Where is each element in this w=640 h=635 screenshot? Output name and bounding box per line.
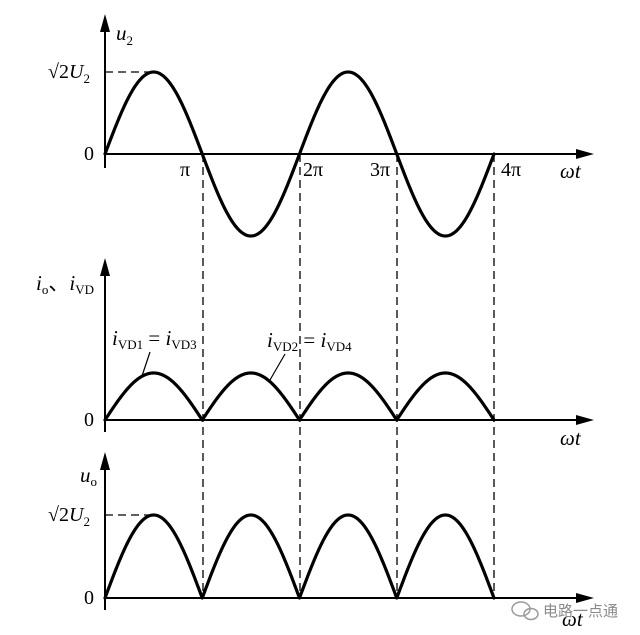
- panel3-y-label: uo: [80, 463, 97, 489]
- panel1-zero-label: 0: [84, 143, 94, 165]
- panel2-zero-label: 0: [84, 409, 94, 431]
- panel1-y-label: u2: [116, 21, 133, 48]
- watermark-text: 电路一点通: [543, 602, 618, 620]
- panel1-x-arrow-icon: [576, 149, 594, 159]
- annotation-vd2-vd4: iVD2 = iVD4: [267, 328, 352, 354]
- panel1-x-label: ωt: [560, 159, 582, 183]
- annotation-1-leader: [141, 351, 151, 377]
- panel3-zero-label: 0: [84, 587, 94, 609]
- panel1-amplitude-label: √2U2: [48, 61, 90, 86]
- watermark: 电路一点通: [511, 601, 618, 621]
- period-guides: [202, 154, 495, 598]
- tick-label-3pi: 3π: [370, 159, 390, 181]
- panel3-y-arrow-icon: [100, 452, 110, 470]
- tick-label-4pi: 4π: [501, 159, 521, 181]
- panel-diode-current: io、iVD 0 ωt iVD1 = iVD3 iVD2 = iVD4: [36, 258, 594, 450]
- panel1-y-arrow-icon: [100, 14, 110, 32]
- annotation-vd1-vd3: iVD1 = iVD3: [112, 326, 197, 352]
- tick-label-2pi: 2π: [303, 159, 323, 181]
- panel3-amplitude-label: √2U2: [48, 504, 90, 529]
- panel-output-voltage: uo √2U2 0 ωt: [48, 452, 594, 631]
- panel2-x-label: ωt: [560, 426, 582, 450]
- panel3-x-label: ωt: [562, 607, 584, 631]
- panel2-y-arrow-icon: [100, 258, 110, 276]
- tick-label-pi: π: [180, 159, 190, 181]
- panel-input-voltage: u2 √2U2 0 π 2π 3π 4π ωt: [48, 14, 594, 238]
- panel3-x-arrow-icon: [576, 593, 594, 603]
- panel2-y-label: io、iVD: [36, 271, 94, 297]
- chat-bubble-icon: [511, 601, 539, 621]
- annotation-2-leader: [269, 353, 286, 381]
- panel2-x-arrow-icon: [576, 415, 594, 425]
